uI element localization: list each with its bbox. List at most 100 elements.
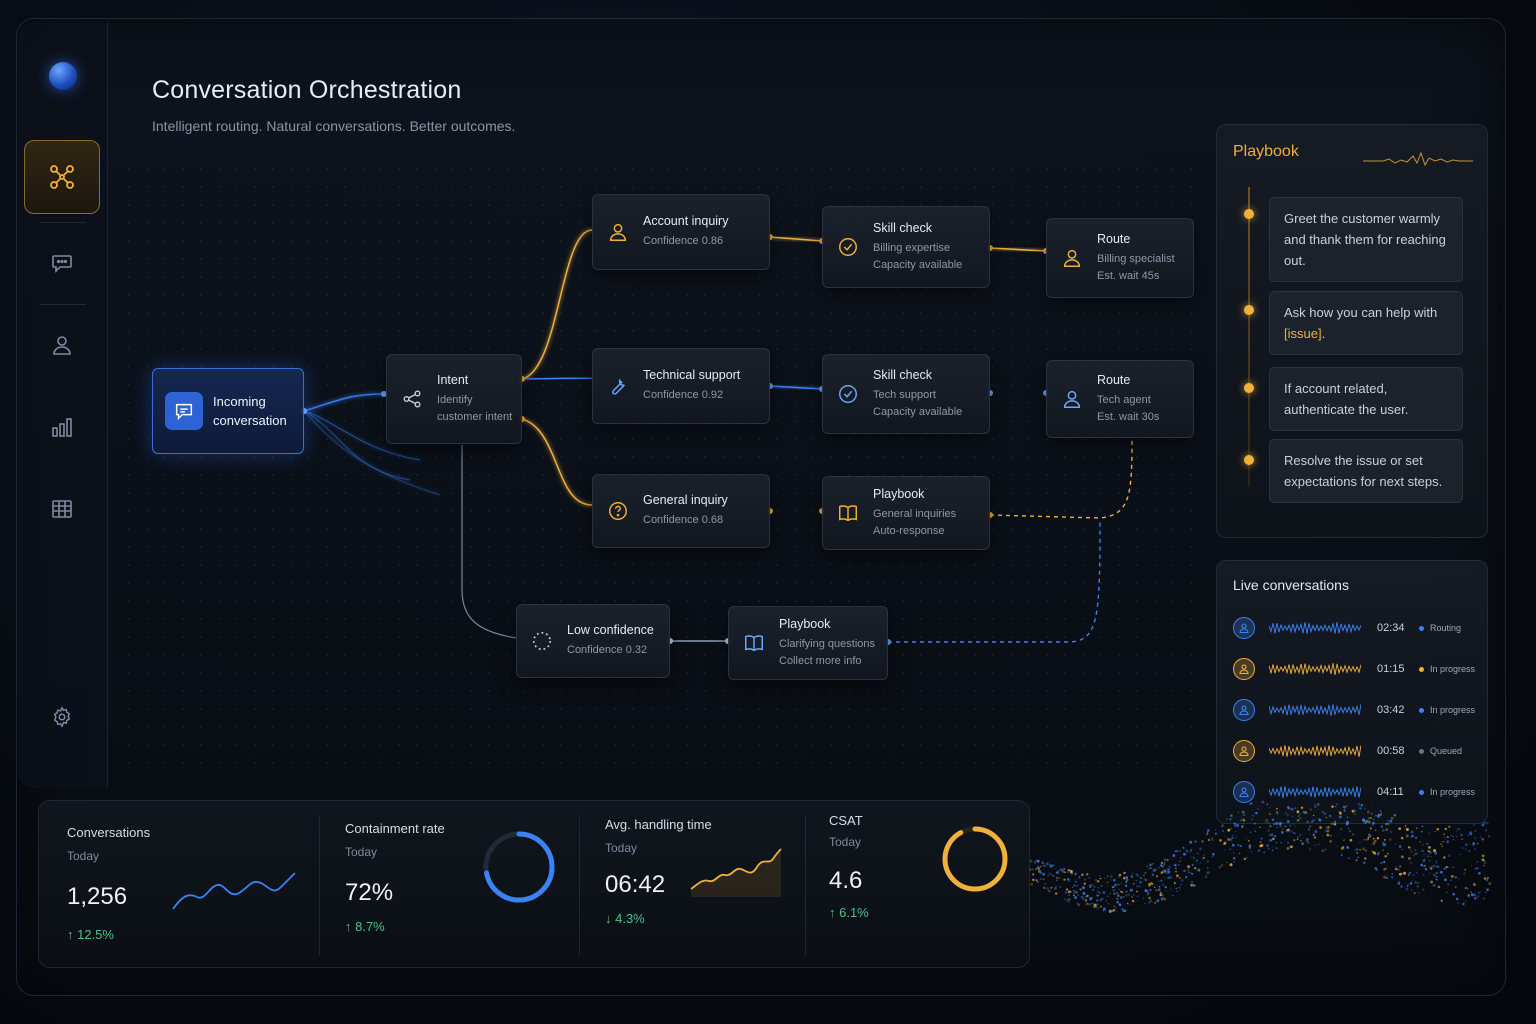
step-marker: [1244, 305, 1254, 315]
route-tech-node[interactable]: Route Tech agent Est. wait 30s: [1046, 360, 1194, 438]
playbook-step[interactable]: Resolve the issue or set expectations fo…: [1269, 439, 1463, 503]
stat-label: CSAT: [829, 813, 863, 828]
low-title: Low confidence: [567, 623, 654, 637]
live-conversation-row[interactable]: 04:11 In progress: [1233, 779, 1481, 805]
user-icon: [1239, 664, 1249, 675]
particle-wave-decoration: [1030, 800, 1492, 914]
step-marker: [1244, 209, 1254, 219]
stat-change: ↑ 6.1%: [829, 905, 869, 920]
status-dot: [1419, 625, 1424, 631]
check-badge-icon: [823, 236, 873, 258]
containment-ring-fill: [483, 831, 555, 903]
chat-icon: [165, 392, 203, 430]
step-text: .: [1321, 326, 1326, 341]
status-dot: [1419, 748, 1424, 754]
stat-aht[interactable]: Avg. handling time Today 06:42 ↓ 4.3%: [579, 801, 805, 969]
playbook1-line1: General inquiries: [873, 507, 957, 520]
skill-check-billing-node[interactable]: Skill check Billing expertise Capacity a…: [822, 206, 990, 288]
stat-divider: [805, 815, 806, 955]
playbook-panel: Playbook Greet the customer warmly and t…: [1216, 124, 1488, 538]
playbook-step[interactable]: If account related, authenticate the use…: [1269, 367, 1463, 431]
conversation-time: 04:11: [1377, 786, 1404, 798]
analytics-icon: [52, 418, 72, 437]
nav-users[interactable]: [24, 308, 100, 382]
waveform: [1269, 622, 1361, 634]
account-confidence: Confidence 0.86: [643, 235, 724, 247]
skill1-title: Skill check: [873, 220, 933, 235]
nav-table[interactable]: [24, 472, 100, 546]
nav-settings[interactable]: [24, 680, 100, 754]
waveform: [1269, 786, 1361, 799]
avatar: [1233, 617, 1255, 639]
csat-ring-fill: [942, 826, 1008, 892]
account-inquiry-node[interactable]: Account inquiry Confidence 0.86: [592, 194, 770, 270]
avatar: [1233, 658, 1255, 680]
sparkline: [172, 872, 296, 910]
step-text: Ask how you can help with: [1284, 305, 1438, 320]
skill2-line1: Tech support: [873, 388, 936, 401]
page-subtitle: Intelligent routing. Natural conversatio…: [152, 118, 516, 134]
general-confidence: Confidence 0.68: [643, 514, 724, 526]
user-icon: [1239, 787, 1249, 798]
logo[interactable]: [49, 62, 77, 90]
playbook-timeline: [1248, 187, 1250, 487]
wrench-icon: [593, 375, 643, 397]
skill1-line1: Billing expertise: [873, 241, 951, 254]
stat-containment[interactable]: Containment rate Today 72% ↑ 8.7%: [319, 801, 579, 969]
incoming-label: Incoming conversation: [213, 394, 287, 428]
route-billing-node[interactable]: Route Billing specialist Est. wait 45s: [1046, 218, 1194, 298]
intent-node[interactable]: Intent Identify customer intent: [386, 354, 522, 444]
playbook-general-node[interactable]: Playbook General inquiries Auto-response: [822, 476, 990, 550]
playbook2-line1: Clarifying questions: [779, 637, 875, 650]
low-confidence: Confidence 0.32: [567, 644, 648, 656]
stat-change: ↓ 4.3%: [605, 911, 645, 926]
nav-analytics[interactable]: [24, 390, 100, 464]
page-title: Conversation Orchestration: [152, 76, 462, 104]
general-inquiry-node[interactable]: General inquiry Confidence 0.68: [592, 474, 770, 548]
stat-label: Conversations: [67, 825, 151, 840]
low-confidence-node[interactable]: Low confidence Confidence 0.32: [516, 604, 670, 678]
waveform: [1269, 745, 1361, 757]
conversation-status: In progress: [1430, 787, 1476, 797]
stat-divider: [579, 815, 580, 955]
conversation-time: 03:42: [1377, 704, 1405, 716]
stat-label: Containment rate: [345, 821, 445, 836]
stat-conversations[interactable]: Conversations Today 1,256 ↑ 12.5%: [39, 801, 319, 969]
status-dot: [1419, 666, 1424, 672]
playbook-clarifying-node[interactable]: Playbook Clarifying questions Collect mo…: [728, 606, 888, 680]
conversation-time: 01:15: [1377, 663, 1405, 675]
intent-title: Intent: [437, 372, 469, 387]
technical-confidence: Confidence 0.92: [643, 389, 724, 401]
playbook-step[interactable]: Ask how you can help with [issue].: [1269, 291, 1463, 355]
book-icon: [729, 632, 779, 654]
nav-flow[interactable]: [24, 140, 100, 214]
stat-period: Today: [829, 835, 862, 849]
skill-check-tech-node[interactable]: Skill check Tech support Capacity availa…: [822, 354, 990, 434]
technical-title: Technical support: [643, 368, 741, 382]
csat-ring: [942, 826, 1008, 892]
intent-line2: customer intent: [437, 410, 513, 423]
book-icon: [823, 502, 873, 524]
user-icon: [53, 336, 71, 355]
flow-icon: [50, 165, 74, 189]
stat-period: Today: [67, 849, 100, 863]
chat-icon: [52, 255, 72, 273]
nav-chat[interactable]: [24, 226, 100, 300]
stats-bar: Conversations Today 1,256 ↑ 12.5% Contai…: [38, 800, 1030, 968]
question-icon: [593, 500, 643, 522]
stat-change: ↑ 12.5%: [67, 927, 114, 942]
technical-support-node[interactable]: Technical support Confidence 0.92: [592, 348, 770, 424]
waveform: [1269, 663, 1361, 675]
stat-value: 72%: [345, 879, 394, 906]
stat-divider: [319, 815, 320, 955]
status-dot: [1419, 707, 1424, 713]
stat-csat[interactable]: CSAT Today 4.6 ↑ 6.1%: [805, 801, 1025, 969]
incoming-conversation-node[interactable]: Incoming conversation: [152, 368, 304, 454]
user-icon: [1047, 247, 1097, 269]
playbook-step[interactable]: Greet the customer warmly and thank them…: [1269, 197, 1463, 282]
